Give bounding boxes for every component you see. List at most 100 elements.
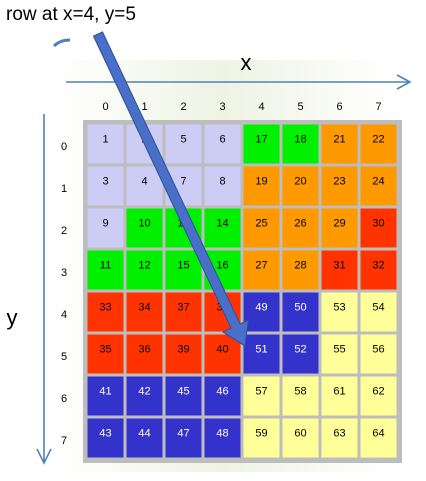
row-label: 6	[61, 393, 67, 405]
grid-cell	[126, 292, 163, 332]
cell-number: 61	[333, 386, 345, 398]
grid-cell	[87, 418, 124, 458]
cell-number: 7	[180, 176, 186, 188]
grid-cell	[321, 334, 358, 374]
cell-number: 20	[294, 176, 306, 188]
grid-cell	[87, 250, 124, 290]
cell-number: 5	[180, 134, 186, 146]
grid-cell	[165, 418, 202, 458]
cell-number: 49	[255, 302, 267, 314]
cell-number: 33	[99, 302, 111, 314]
cell-number: 16	[216, 260, 228, 272]
column-label: 2	[180, 101, 186, 113]
cell-number: 43	[99, 428, 111, 440]
decorative-arc	[52, 38, 71, 48]
grid-cell	[321, 250, 358, 290]
cell-number: 6	[219, 134, 225, 146]
pointer-arrow-shape	[92, 31, 249, 347]
grid-cell	[126, 166, 163, 206]
grid-cell	[204, 166, 241, 206]
cell-number: 48	[216, 428, 228, 440]
grid-cell	[87, 166, 124, 206]
x-axis-arrowhead	[396, 74, 412, 90]
cell-number: 45	[177, 386, 189, 398]
cell-number: 51	[255, 344, 267, 356]
cell-number: 29	[333, 218, 345, 230]
column-label: 1	[141, 101, 147, 113]
row-label: 0	[61, 141, 67, 153]
cell-number: 39	[177, 344, 189, 356]
grid-cell	[126, 376, 163, 416]
y-axis-arrowhead	[36, 448, 52, 465]
grid-cell	[165, 376, 202, 416]
grid-cell	[282, 334, 319, 374]
caption-text: row at x=4, y=5	[6, 4, 136, 25]
row-label: 4	[61, 309, 67, 321]
grid-cell	[243, 124, 280, 164]
grid-cell	[204, 334, 241, 374]
cell-number: 53	[333, 302, 345, 314]
cell-number: 21	[333, 134, 345, 146]
grid-cell	[243, 208, 280, 248]
cell-number: 11	[100, 260, 111, 272]
row-label: 1	[61, 183, 67, 195]
grid-cell	[282, 292, 319, 332]
grid-cell	[321, 166, 358, 206]
grid-cell	[321, 292, 358, 332]
grid-cell	[243, 292, 280, 332]
grid-cell	[360, 166, 397, 206]
cell-number: 22	[372, 134, 384, 146]
column-label: 6	[336, 101, 342, 113]
cell-number: 1	[102, 134, 108, 146]
cell-number: 64	[372, 428, 384, 440]
grid-cell	[360, 250, 397, 290]
grid-cell	[360, 208, 397, 248]
grid-cell	[204, 124, 241, 164]
cell-number: 36	[138, 344, 150, 356]
cell-number: 44	[138, 428, 150, 440]
cell-number: 10	[138, 218, 150, 230]
cell-number: 9	[102, 218, 108, 230]
grid-cell	[165, 334, 202, 374]
grid-cell	[243, 166, 280, 206]
cell-number: 4	[141, 176, 147, 188]
cell-number: 12	[138, 260, 150, 272]
grid-cell	[321, 208, 358, 248]
cell-number: 8	[219, 176, 225, 188]
cell-number: 32	[372, 260, 384, 272]
cell-number: 40	[216, 344, 228, 356]
grid-cell	[282, 124, 319, 164]
cell-number: 37	[177, 302, 189, 314]
cell-number: 52	[294, 344, 306, 356]
grid-cell	[321, 418, 358, 458]
cell-number: 3	[102, 176, 108, 188]
grid-cell	[360, 418, 397, 458]
cell-number: 19	[255, 176, 267, 188]
cell-number: 42	[138, 386, 150, 398]
cell-number: 31	[333, 260, 345, 272]
grid-cell	[360, 334, 397, 374]
grid-cell	[360, 292, 397, 332]
grid-cell	[360, 124, 397, 164]
grid-cell	[165, 292, 202, 332]
grid-cell	[243, 376, 280, 416]
grid-cell	[87, 376, 124, 416]
grid-cell	[87, 334, 124, 374]
column-label: 5	[297, 101, 303, 113]
grid-cell	[282, 166, 319, 206]
cell-number: 17	[255, 134, 267, 146]
cell-number: 26	[294, 218, 306, 230]
cell-number: 58	[294, 386, 306, 398]
grid-cell	[165, 124, 202, 164]
grid-cell	[360, 376, 397, 416]
cell-number: 27	[255, 260, 267, 272]
cell-number: 63	[333, 428, 345, 440]
row-label: 7	[61, 435, 67, 447]
grid-cell	[204, 208, 241, 248]
grid-cell	[321, 376, 358, 416]
cell-number: 57	[255, 386, 267, 398]
grid-cell	[87, 292, 124, 332]
grid-cell	[126, 334, 163, 374]
cell-number: 14	[216, 218, 228, 230]
